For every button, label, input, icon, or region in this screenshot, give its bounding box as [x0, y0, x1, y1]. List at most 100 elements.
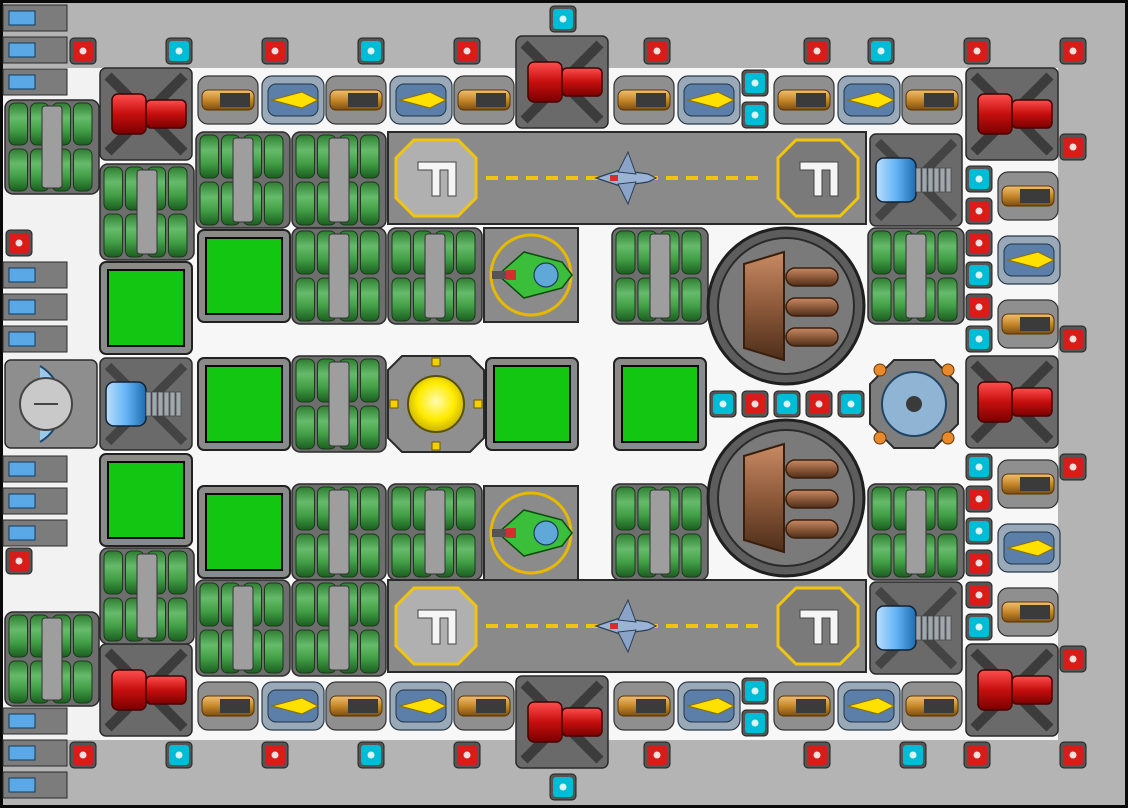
armor-block [99, 261, 193, 355]
red-node-icon [1059, 325, 1087, 353]
red-node-icon [643, 741, 671, 769]
fuel-tank-block [291, 227, 387, 325]
cyan-node-icon [549, 773, 577, 801]
brass-railgun [773, 681, 835, 731]
red-node-icon [1059, 453, 1087, 481]
red-node-icon [965, 581, 993, 609]
red-node-icon [261, 741, 289, 769]
cyan-node-icon [741, 709, 769, 737]
cyan-node-icon [357, 741, 385, 769]
fuel-tank-block [4, 611, 100, 707]
red-node-icon [1059, 37, 1087, 65]
fuel-tank-block [99, 163, 195, 261]
armor-block [197, 357, 291, 451]
wall-bay [2, 261, 68, 289]
red-node-icon [643, 37, 671, 65]
cyan-node-icon [741, 69, 769, 97]
red-cannon [99, 643, 193, 737]
runway-marker-icon [776, 586, 860, 666]
missile-launcher [677, 75, 741, 125]
missile-launcher [997, 523, 1061, 573]
fuel-tank-block [387, 227, 483, 325]
engine-core [4, 359, 98, 449]
wall-bay [2, 325, 68, 353]
turret-pod [483, 227, 579, 323]
red-node-icon [5, 229, 33, 257]
fuel-tank-block [867, 483, 965, 581]
red-cannon [965, 355, 1059, 449]
wall-bay [2, 455, 68, 483]
red-node-icon [963, 741, 991, 769]
wall-bay [2, 519, 68, 547]
brass-railgun [997, 171, 1059, 221]
missile-launcher [677, 681, 741, 731]
missile-launcher [389, 75, 453, 125]
thruster [869, 581, 963, 675]
wall-bay [2, 487, 68, 515]
fuel-tank-block [611, 483, 709, 581]
red-node-icon [963, 37, 991, 65]
armor-block [197, 485, 291, 579]
red-node-icon [803, 37, 831, 65]
red-node-icon [1059, 741, 1087, 769]
fuel-tank-block [4, 99, 100, 195]
red-node-icon [453, 741, 481, 769]
fuel-tank-block [291, 355, 387, 453]
wall-bay [2, 4, 68, 32]
landing-pad [387, 131, 867, 225]
heavy-missile-bay [706, 226, 866, 386]
fuel-tank-block [99, 547, 195, 645]
missile-launcher [837, 681, 901, 731]
red-node-icon [1059, 133, 1087, 161]
red-node-icon [69, 741, 97, 769]
missile-launcher [389, 681, 453, 731]
cyan-node-icon [965, 453, 993, 481]
brass-railgun [325, 681, 387, 731]
brass-railgun [997, 587, 1059, 637]
cyan-node-icon [773, 390, 801, 418]
cyan-node-icon [165, 741, 193, 769]
red-node-icon [965, 293, 993, 321]
brass-railgun [997, 459, 1059, 509]
wall-bay [2, 36, 68, 64]
red-node-icon [5, 547, 33, 575]
brass-railgun [197, 75, 259, 125]
missile-launcher [261, 681, 325, 731]
red-cannon [99, 67, 193, 161]
fuel-tank-block [291, 483, 387, 581]
module-layer [2, 4, 1087, 801]
brass-railgun [997, 299, 1059, 349]
armor-block [197, 229, 291, 323]
cyan-node-icon [899, 741, 927, 769]
cyan-node-icon [965, 261, 993, 289]
reactor-core-icon [387, 355, 485, 453]
landing-pad [387, 579, 867, 673]
red-node-icon [965, 197, 993, 225]
cyan-node-icon [837, 390, 865, 418]
red-cannon [965, 643, 1059, 737]
cyan-node-icon [357, 37, 385, 65]
brass-railgun [453, 681, 515, 731]
wall-bay [2, 293, 68, 321]
wall-bay [2, 68, 68, 96]
missile-launcher [837, 75, 901, 125]
red-cannon [965, 67, 1059, 161]
runway-marker-icon [394, 586, 478, 666]
runway-marker-icon [776, 138, 860, 218]
brass-railgun [613, 681, 675, 731]
brass-railgun [453, 75, 515, 125]
cyan-node-icon [709, 390, 737, 418]
cyan-node-icon [965, 613, 993, 641]
fuel-tank-block [291, 131, 387, 229]
red-cannon [515, 675, 609, 769]
red-node-icon [741, 390, 769, 418]
brass-railgun [901, 681, 963, 731]
brass-railgun [901, 75, 963, 125]
red-node-icon [453, 37, 481, 65]
fuel-tank-block [611, 227, 709, 325]
brass-railgun [325, 75, 387, 125]
cyan-node-icon [965, 325, 993, 353]
red-node-icon [1059, 645, 1087, 673]
red-node-icon [805, 390, 833, 418]
